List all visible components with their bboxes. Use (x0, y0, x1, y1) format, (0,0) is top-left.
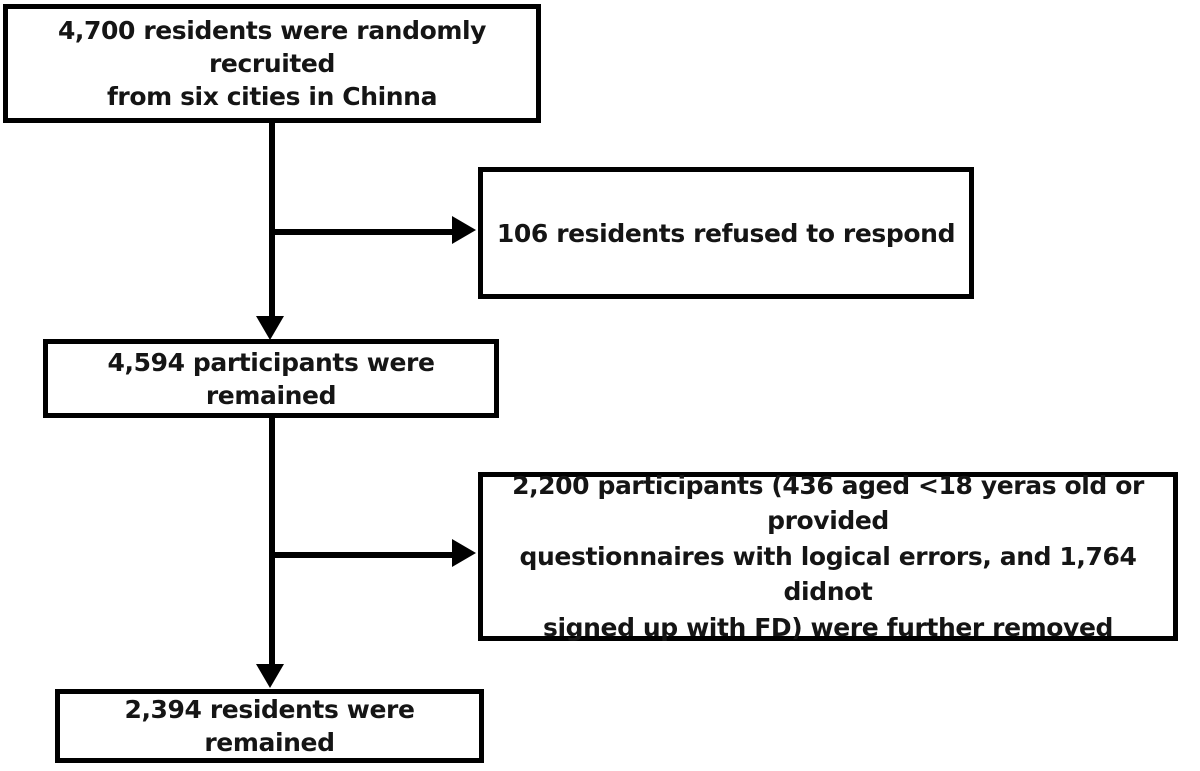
flow-node-removed-line2: questionnaires with logical errors, and … (519, 541, 1137, 607)
arrowhead-down-into-remained1 (256, 316, 284, 340)
flow-node-refused: 106 residents refused to respond (478, 167, 974, 299)
flow-node-removed-line1: 2,200 participants (436 aged <18 yeras o… (512, 470, 1144, 536)
connector-horizontal-to-refused (269, 229, 459, 235)
connector-horizontal-to-removed (269, 552, 459, 558)
flow-node-refused-label: 106 residents refused to respond (496, 218, 956, 248)
arrowhead-right-into-refused (452, 216, 476, 244)
flow-node-remained-2: 2,394 residents were remained (55, 689, 484, 763)
flow-node-recruited: 4,700 residents were randomly recruited f… (3, 4, 541, 123)
flow-node-removed: 2,200 participants (436 aged <18 yeras o… (478, 471, 1178, 642)
connector-vertical-recruited-to-remained1 (269, 122, 275, 322)
flow-node-remained-1-label: 4,594 participants were remained (107, 347, 435, 410)
connector-vertical-remained1-to-remained2 (269, 417, 275, 670)
flow-node-remained-1: 4,594 participants were remained (43, 339, 499, 418)
arrowhead-down-into-remained2 (256, 664, 284, 688)
flow-node-recruited-label: 4,700 residents were randomly recruited f… (8, 14, 536, 113)
flow-node-recruited-line1: 4,700 residents were randomly recruited (57, 16, 487, 78)
flow-node-removed-label: 2,200 participants (436 aged <18 yeras o… (483, 468, 1173, 646)
arrowhead-right-into-removed (452, 539, 476, 567)
flow-node-recruited-line2: from six cities in Chinna (106, 82, 438, 111)
flow-node-remained-2-label: 2,394 residents were remained (124, 695, 415, 757)
flow-node-removed-line3: signed up with FD) were further removed (542, 612, 1113, 642)
